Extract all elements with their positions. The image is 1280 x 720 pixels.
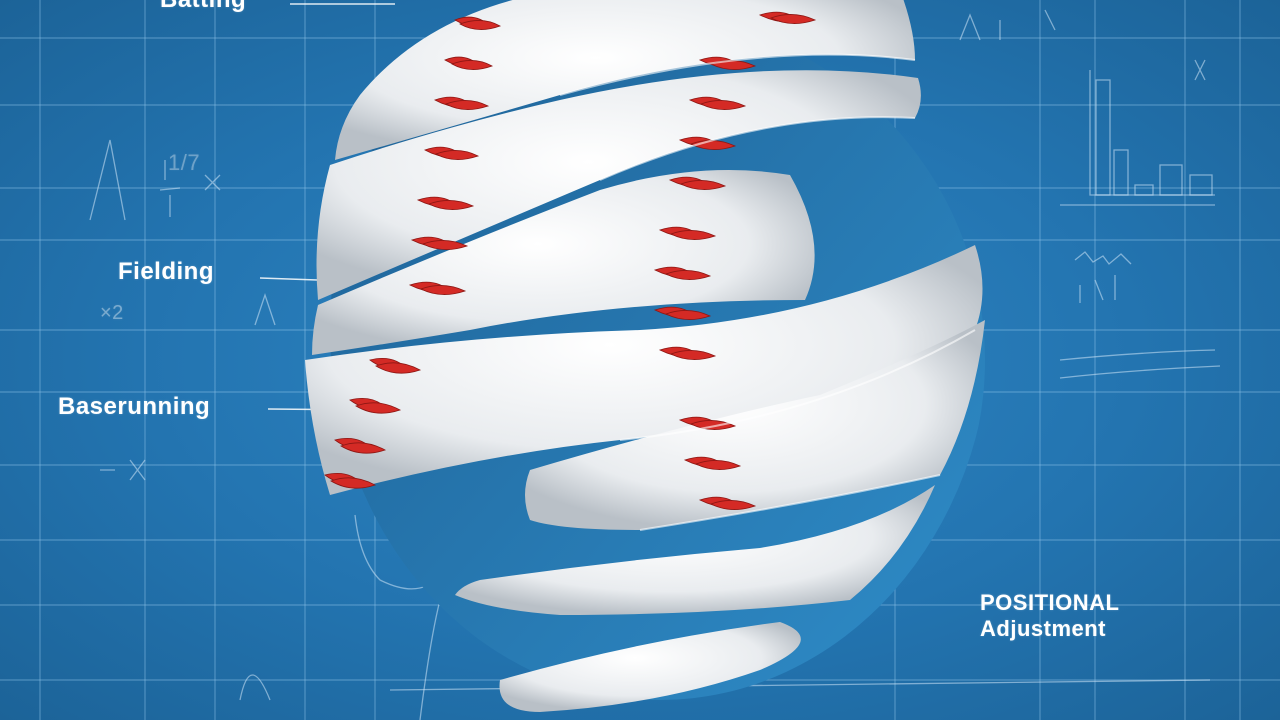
ball-band-5 (525, 320, 985, 530)
ball-band-1 (335, 0, 915, 160)
ball-band-2 (316, 70, 921, 301)
label-positional-line2: Adjustment (980, 616, 1106, 641)
label-batting: Batting (160, 0, 246, 14)
label-positional-line1: POSITIONAL (980, 590, 1120, 615)
label-baserunning: Baserunning (58, 393, 211, 420)
label-positional-adjustment: POSITIONAL Adjustment (980, 590, 1119, 642)
label-fielding: Fielding (118, 258, 214, 285)
ball-band-4 (305, 245, 983, 495)
ball-band-7 (499, 622, 801, 712)
ball-band-3 (312, 170, 815, 355)
ball-band-6 (455, 485, 935, 615)
annotation-left-mark: ×2 (100, 302, 124, 324)
annotation-fraction: 1/7 (168, 150, 201, 175)
